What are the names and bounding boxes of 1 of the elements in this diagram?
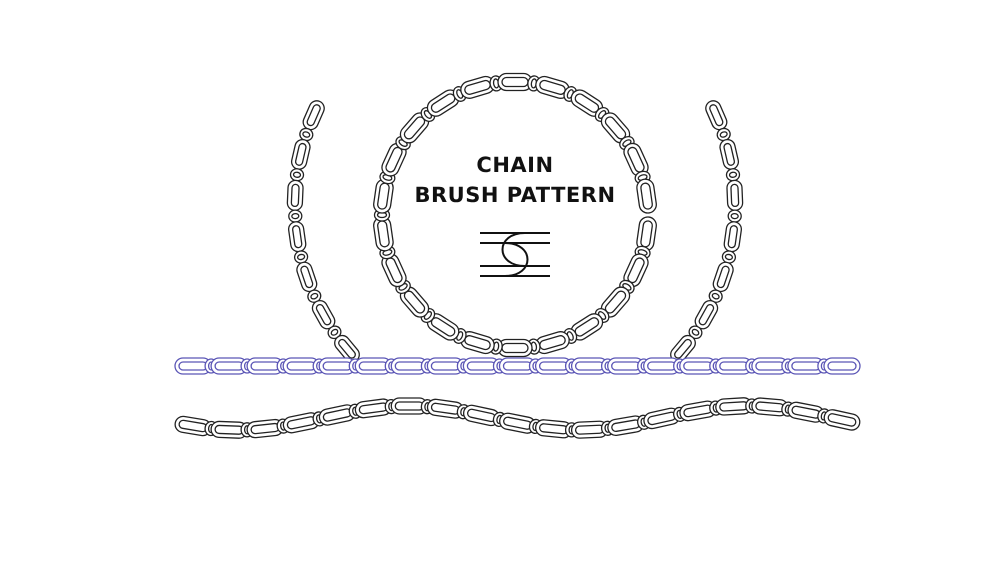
title: CHAIN BRUSH PATTERN xyxy=(413,152,617,209)
